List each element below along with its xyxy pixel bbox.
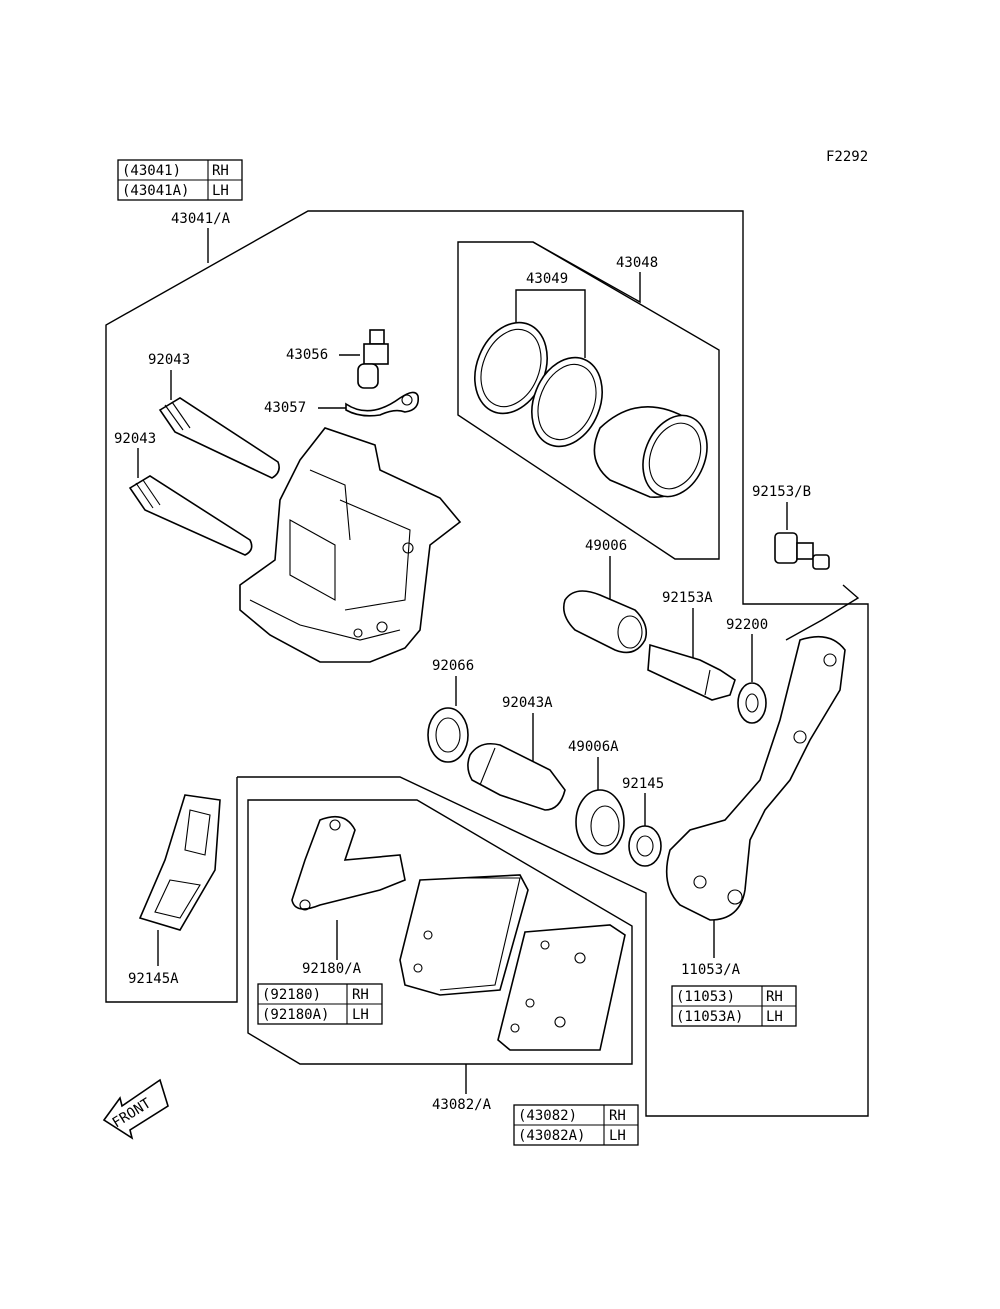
label-sleeve: 49006 xyxy=(585,538,627,554)
table-pad-part-1: (43082) xyxy=(518,1108,577,1124)
label-bolt-a: 92153A xyxy=(662,590,713,606)
table-pad-spring-part-2: (92180A) xyxy=(262,1007,329,1023)
spring-145a-part xyxy=(138,794,221,931)
table-caliper-part-1: (43041) xyxy=(122,163,181,179)
label-spring-145a: 92145A xyxy=(128,971,179,987)
label-pin-lower: 92043 xyxy=(114,431,156,447)
sleeve-part xyxy=(562,590,648,654)
bolt-b-part xyxy=(774,532,830,570)
caliper-assy-outline xyxy=(105,210,869,1117)
label-sleeve-a: 49006A xyxy=(568,739,619,755)
table-pad: (43082) RH (43082A) LH xyxy=(513,1104,639,1146)
table-bracket: (11053) RH (11053A) LH xyxy=(671,985,797,1027)
pin-a-part xyxy=(467,742,566,811)
diagram-code: F2292 xyxy=(826,149,868,165)
washer-145-part xyxy=(628,825,662,867)
pad-spring-part xyxy=(291,815,406,911)
label-piston-kit: 43048 xyxy=(616,255,658,271)
front-arrow-icon: FRONT xyxy=(102,1078,169,1140)
table-pad-spring-part-1: (92180) xyxy=(262,987,321,1003)
label-washer-200: 92200 xyxy=(726,617,768,633)
bleeder-part xyxy=(357,329,389,389)
label-bolt-b: 92153/B xyxy=(752,484,811,500)
label-cap: 43057 xyxy=(264,400,306,416)
label-bracket: 11053/A xyxy=(681,962,741,978)
pin-lower-part xyxy=(128,475,253,556)
label-boot-066: 92066 xyxy=(432,658,474,674)
seal-part xyxy=(474,321,603,448)
table-pad-spring-side-2: LH xyxy=(352,1007,369,1023)
cap-part xyxy=(345,391,420,417)
boot-066-part xyxy=(427,707,469,763)
table-caliper-side-2: LH xyxy=(212,183,229,199)
caliper-body-part xyxy=(239,427,462,663)
label-pin-upper: 92043 xyxy=(148,352,190,368)
piston-part xyxy=(593,405,708,498)
label-pad-spring: 92180/A xyxy=(302,961,362,977)
bolt-a-part xyxy=(647,643,736,701)
table-pad-part-2: (43082A) xyxy=(518,1128,585,1144)
bracket-part xyxy=(665,635,846,921)
sleeve-a-part xyxy=(575,789,625,855)
pad-right-part xyxy=(497,924,626,1051)
table-caliper: (43041) RH (43041A) LH xyxy=(117,159,243,201)
table-bracket-side-1: RH xyxy=(766,989,783,1005)
label-seal: 43049 xyxy=(526,271,568,287)
table-caliper-side-1: RH xyxy=(212,163,229,179)
table-bracket-part-2: (11053A) xyxy=(676,1009,743,1025)
label-caliper-assy: 43041/A xyxy=(171,211,231,227)
table-bracket-part-1: (11053) xyxy=(676,989,735,1005)
table-caliper-part-2: (43041A) xyxy=(122,183,189,199)
label-bleeder: 43056 xyxy=(286,347,328,363)
table-bracket-side-2: LH xyxy=(766,1009,783,1025)
table-pad-spring-side-1: RH xyxy=(352,987,369,1003)
pin-upper-part xyxy=(158,397,280,479)
table-pad-side-1: RH xyxy=(609,1108,626,1124)
label-pad-assy: 43082/A xyxy=(432,1097,492,1113)
washer-200-part xyxy=(737,682,767,724)
pad-left-part xyxy=(399,874,529,996)
leader-lines xyxy=(137,241,860,966)
label-spring-145: 92145 xyxy=(622,776,664,792)
table-pad-spring: (92180) RH (92180A) LH xyxy=(257,983,383,1025)
label-pin-a: 92043A xyxy=(502,695,553,711)
pad-assy-outline xyxy=(247,799,633,1065)
table-pad-side-2: LH xyxy=(609,1128,626,1144)
